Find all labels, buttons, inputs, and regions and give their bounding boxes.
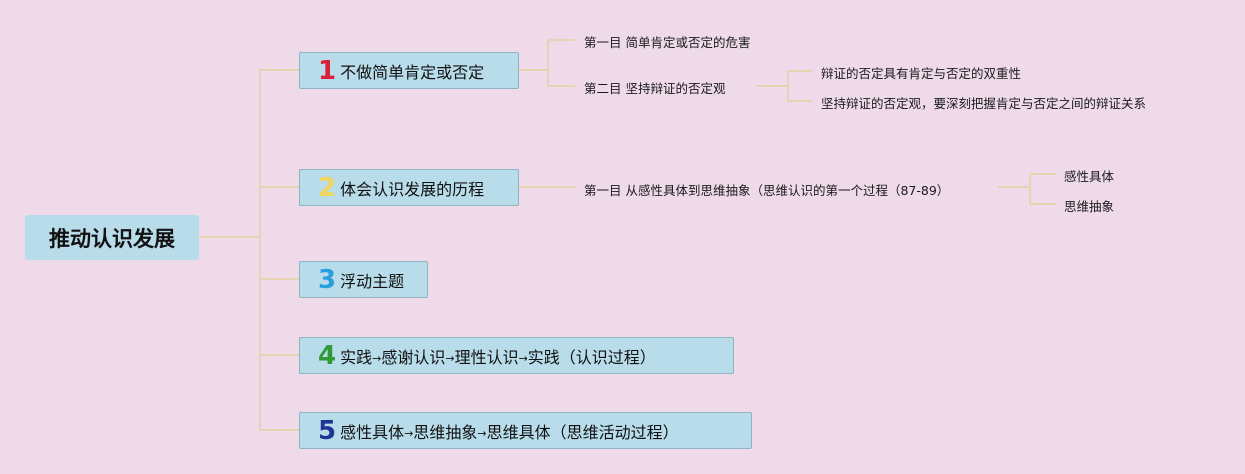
branch-5-segment-2: 思维抽象 [413, 422, 478, 442]
branch-5-number: 5 [318, 415, 337, 446]
branch-5-arrow-1: → [404, 427, 414, 440]
b2-sub1-child1-topic[interactable]: 感性具体 [1064, 166, 1114, 185]
branch-5-segment-3: 思维具体（思维活动过程） [486, 422, 679, 442]
branch-2-number: 2 [318, 172, 337, 203]
branch-3-label: 浮动主题 [340, 271, 405, 291]
branch-4-arrow-1: → [372, 352, 382, 365]
b1-sub1-label: 第一目 简单肯定或否定的危害 [584, 35, 751, 50]
branch-3-number: 3 [318, 264, 337, 295]
branch-4-arrow-2: → [445, 352, 455, 365]
b2-sub1-label: 第一目 从感性具体到思维抽象（思维认识的第一个过程（87-89） [584, 183, 950, 198]
b1-sub2-child2-topic[interactable]: 坚持辩证的否定观，要深刻把握肯定与否定之间的辩证关系 [821, 93, 1146, 112]
b1-sub2-child1-label: 辩证的否定具有肯定与否定的双重性 [821, 66, 1022, 81]
b1-sub2-connector [757, 70, 812, 102]
branch-2-label: 体会认识发展的历程 [340, 179, 485, 199]
branch-5-arrow-2: → [477, 427, 487, 440]
branch-4-segment-1: 实践 [340, 347, 373, 367]
branch-5-topic[interactable]: 5 感性具体 → 思维抽象 → 思维具体（思维活动过程） [299, 412, 752, 449]
b2-sub1-child1-label: 感性具体 [1064, 169, 1115, 184]
b1-sub2-child1-topic[interactable]: 辩证的否定具有肯定与否定的双重性 [821, 63, 1021, 82]
branch-4-segment-4: 实践（认识过程） [527, 347, 656, 367]
branch-4-arrow-3: → [518, 352, 528, 365]
b1-sub1-topic[interactable]: 第一目 简单肯定或否定的危害 [584, 32, 750, 51]
branch-3-topic[interactable]: 3 浮动主题 [299, 261, 428, 298]
branch-4-segment-3: 理性认识 [454, 347, 519, 367]
b2-sub1-connector [998, 173, 1056, 205]
b1-sub2-topic[interactable]: 第二目 坚持辩证的否定观 [584, 78, 725, 97]
branch-1-topic[interactable]: 1 不做简单肯定或否定 [299, 52, 519, 89]
branch-4-segment-2: 感谢认识 [381, 347, 446, 367]
branch-4-topic[interactable]: 4 实践 → 感谢认识 → 理性认识 → 实践（认识过程） [299, 337, 734, 374]
b1-connector [519, 39, 575, 87]
branch-1-number: 1 [318, 55, 337, 86]
root-label: 推动认识发展 [49, 226, 175, 251]
branch-5-segment-1: 感性具体 [340, 422, 405, 442]
b2-sub1-topic[interactable]: 第一目 从感性具体到思维抽象（思维认识的第一个过程（87-89） [584, 180, 949, 199]
root-topic[interactable]: 推动认识发展 [25, 215, 199, 260]
b1-sub2-label: 第二目 坚持辩证的否定观 [584, 81, 726, 96]
branch-1-label: 不做简单肯定或否定 [340, 62, 485, 82]
b2-sub1-child2-topic[interactable]: 思维抽象 [1064, 196, 1114, 215]
b2-sub1-child2-label: 思维抽象 [1064, 199, 1115, 214]
branch-4-number: 4 [318, 340, 337, 371]
b1-sub2-child2-label: 坚持辩证的否定观，要深刻把握肯定与否定之间的辩证关系 [821, 96, 1147, 111]
branch-2-topic[interactable]: 2 体会认识发展的历程 [299, 169, 519, 206]
